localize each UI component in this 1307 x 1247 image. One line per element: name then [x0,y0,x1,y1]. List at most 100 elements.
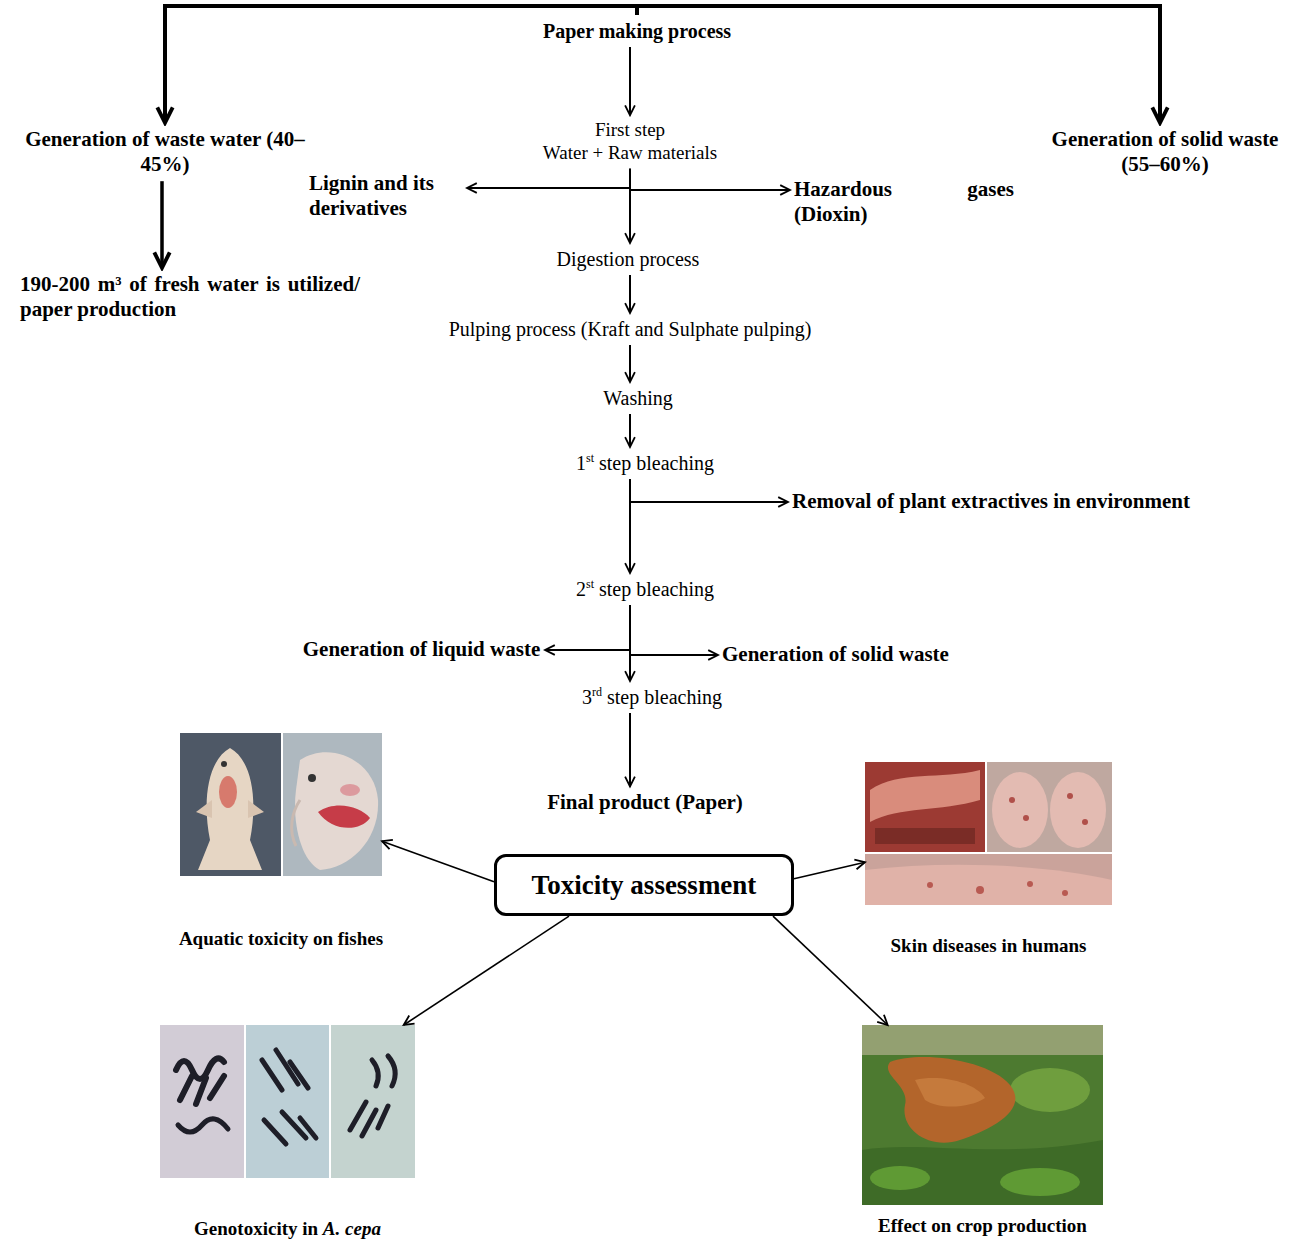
note-label: 190-200 m³ of fresh water is utilized/ p… [16,268,364,326]
output-label: Generation of solid waste [718,638,954,671]
flow-arrow [404,916,569,1025]
label-text: Generation of liquid waste [302,637,541,662]
skin-photo-part [992,772,1048,848]
figure-caption: Skin diseases in humans [865,935,1113,958]
fish-photo-part [308,774,316,782]
label-text: Generation of solid waste [722,642,950,667]
text-part: 1 [576,452,586,474]
flow-arrow [629,47,631,115]
chromosome-micrograph-part [246,1025,329,1178]
process-step: First stepWater + Raw materials [538,115,722,169]
field-photo-part [1000,1168,1080,1196]
field-photo-part [870,1166,930,1190]
skin-photo-part [865,762,985,852]
chromosome-micrograph-part [160,1025,244,1178]
field-photo-part [1010,1068,1090,1112]
flow-arrow [629,345,631,382]
fish-photo-part [196,800,212,818]
field-photo-part [862,1140,1103,1205]
figure-caption: Effect on crop production [862,1215,1104,1238]
label-text: First step [542,119,718,142]
chromosome-micrograph-part [180,1076,224,1104]
figure-area [862,1025,1103,1205]
process-step: 2st step bleaching [572,573,719,605]
flow-arrow [629,169,631,243]
flow-arrow [629,713,631,786]
text-part: Genotoxicity in [194,1218,323,1239]
byproduct-label: Hazardous gases (Dioxin) [790,173,1018,231]
figure-panel: Effect on crop production [862,1025,1104,1238]
figure-caption: Genotoxicity in A. cepa [160,1218,416,1241]
label-text: Removal of plant extractives in environm… [792,489,1191,514]
skin-photo-part [865,865,1112,905]
output-label: Generation of liquid waste [298,633,545,666]
fish-photo-part [292,800,300,846]
label-text: 2st step bleaching [576,577,715,601]
skin-photo-part [976,886,984,894]
skin-photo-part [870,770,980,822]
fish-photo-part [340,784,360,796]
flow-arrow [545,605,630,650]
skin-photo-part [1062,890,1068,896]
label-text: Paper making process [542,19,732,43]
text-part: st [586,451,594,465]
flow-arrow [630,479,788,502]
process-step: Digestion process [552,243,704,275]
chromosome-micrograph-part [264,1112,316,1144]
flow-arrow [629,275,631,313]
chromosome-micrograph-part [262,1050,308,1090]
flow-arrow [629,414,631,447]
skin-photo [865,762,1112,905]
text-part: st [586,577,594,591]
chromosome-micrograph [160,1025,415,1178]
chromosome-micrograph-part [178,1119,228,1132]
label-text: Hazardous gases (Dioxin) [794,177,1014,227]
output-label: Generation of waste water (40–45%) [15,123,315,181]
process-step: Washing [599,382,678,414]
figure-panel: Aquatic toxicity on fishes [178,733,384,951]
process-title: Paper making process [538,15,736,47]
label-text: Pulping process (Kraft and Sulphate pulp… [448,317,812,341]
figure-area [160,1025,415,1178]
fish-photo [180,733,382,876]
skin-photo-part [987,762,1112,852]
flow-arrow [382,841,494,882]
label-text: Final product (Paper) [547,790,744,815]
output-label: Generation of solid waste (55–60%) [1028,123,1303,181]
text-part: 2 [576,578,586,600]
chromosome-micrograph-part [372,1056,395,1086]
output-label: Removal of plant extractives in environm… [788,485,1195,518]
label-text: 1st step bleaching [576,451,715,475]
chromosome-micrograph-part [331,1025,415,1178]
label-text: Toxicity assessment [531,869,757,901]
label-text: 3rd step bleaching [582,685,723,709]
flow-arrow [630,169,790,190]
process-step: 1st step bleaching [572,447,719,479]
skin-photo-part [1023,815,1029,821]
field-photo-part [862,1025,1103,1205]
text-part: A. cepa [323,1218,381,1239]
assessment-box: Toxicity assessment [494,854,794,916]
product-label: Final product (Paper) [543,786,748,819]
process-step: Pulping process (Kraft and Sulphate pulp… [444,313,816,345]
fish-photo-part [248,800,264,818]
text-part: step bleaching [594,452,714,474]
label-text: Washing [603,386,674,410]
label-text: Lignin and its derivatives [309,171,463,221]
field-photo-part [888,1057,1015,1143]
flow-arrow [773,916,888,1025]
flow-arrow [630,605,718,655]
fish-photo-part [295,752,378,870]
figure-caption: Aquatic toxicity on fishes [178,928,384,951]
byproduct-label: Lignin and its derivatives [305,167,467,225]
chromosome-micrograph-part [350,1102,388,1136]
text-part: 3 [582,686,592,708]
chromosome-micrograph-part [176,1058,224,1079]
label-text: Generation of solid waste (55–60%) [1032,127,1299,177]
skin-photo-part [1082,819,1088,825]
field-photo-part [915,1078,985,1107]
